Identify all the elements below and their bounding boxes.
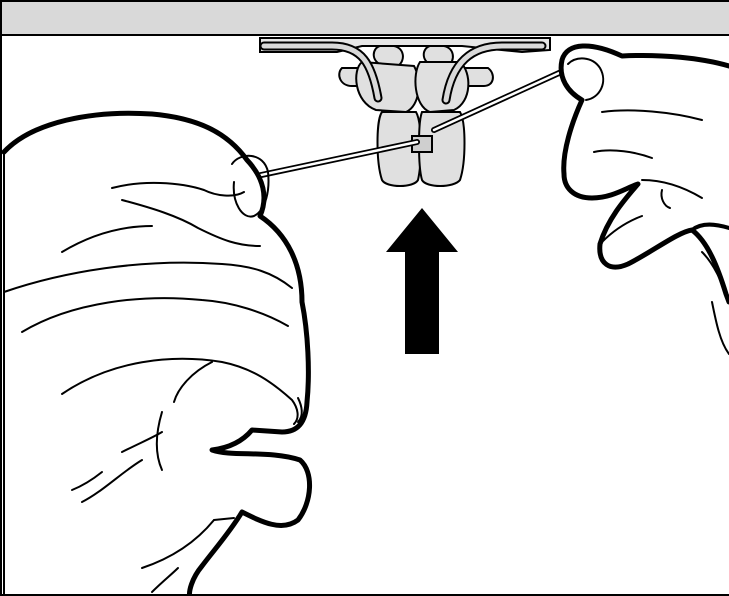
right-hand-icon bbox=[558, 43, 729, 305]
clip-assembly-icon bbox=[338, 45, 494, 187]
arrow-up-icon bbox=[386, 208, 458, 354]
right-hand-details bbox=[567, 57, 729, 355]
left-hand-icon bbox=[2, 110, 313, 594]
ceiling-panel bbox=[2, 2, 729, 36]
left-hand-details bbox=[3, 154, 303, 593]
